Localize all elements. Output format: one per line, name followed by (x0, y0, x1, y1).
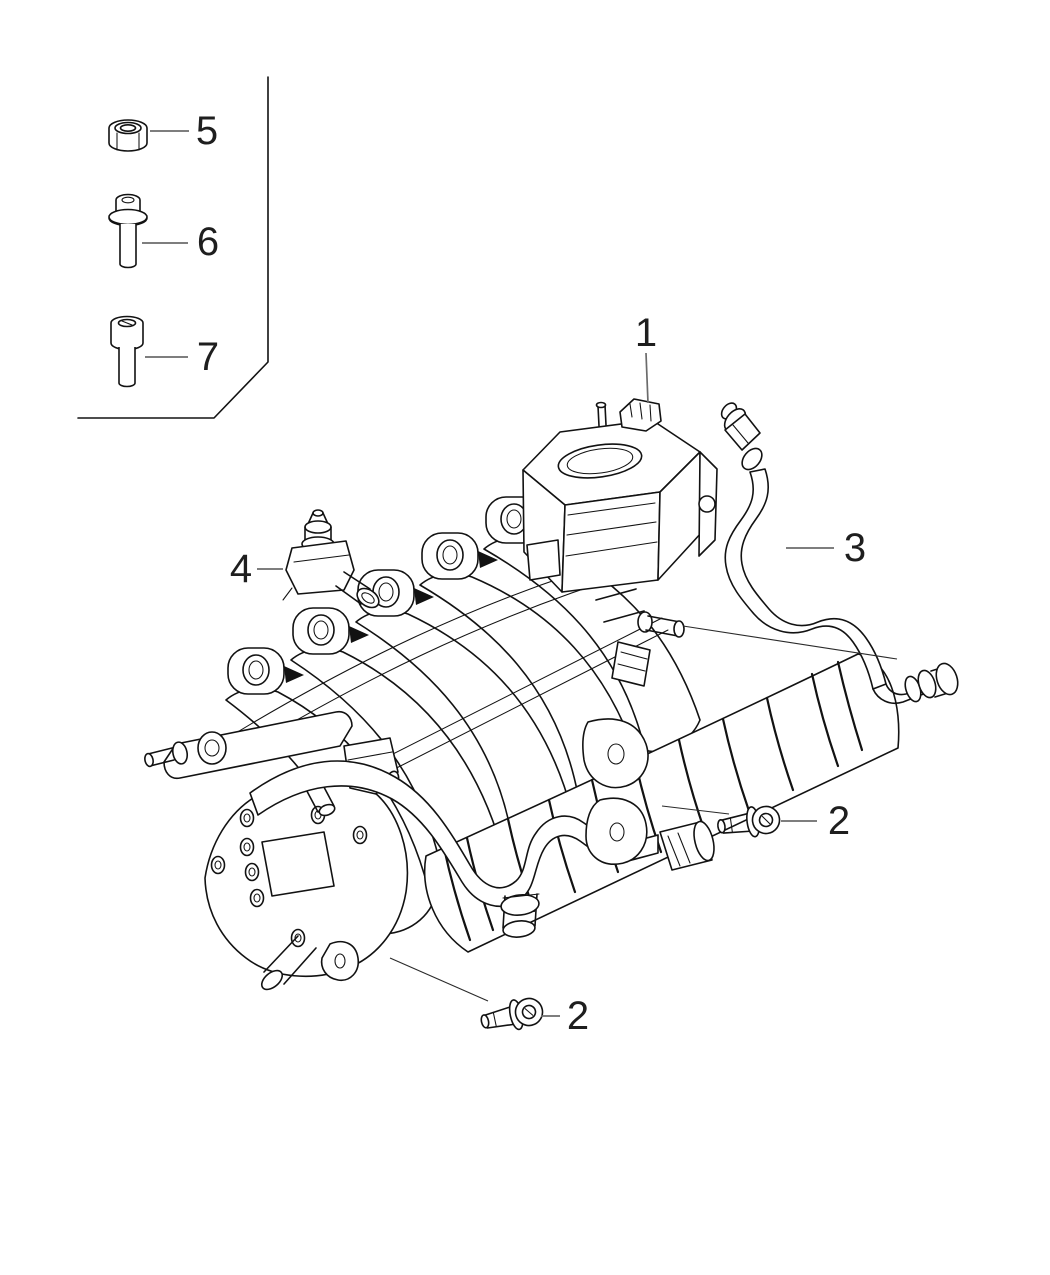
vacuum-port (595, 588, 685, 638)
callout-1-label: 1 (634, 311, 658, 355)
callout-6-label: 6 (196, 220, 220, 264)
lower-housing (204, 775, 409, 982)
throttle-body (522, 398, 718, 687)
hardware-inset (77, 76, 269, 419)
hose-lower-connector (872, 662, 959, 705)
hose-fitting (659, 820, 715, 871)
manifold-bracket (582, 718, 649, 865)
projection-line-bolt-lower (389, 957, 489, 1002)
hex-nut (108, 119, 148, 152)
socket-head-bolt (110, 315, 144, 388)
purge-hose (720, 402, 959, 705)
projection-line-bolt-upper (661, 805, 730, 815)
map-sensor-connector (335, 571, 380, 609)
callout-7-label: 7 (196, 335, 220, 379)
mounting-bolt-lower (477, 993, 547, 1038)
map-sensor (282, 509, 380, 609)
coolant-hose (249, 760, 715, 991)
callout-4-label: 4 (229, 547, 253, 591)
mounting-lug (227, 647, 304, 695)
throttle-connector (619, 398, 662, 432)
callout-2-lower-label: 2 (566, 994, 590, 1038)
hose-stub (260, 935, 317, 991)
mounting-lug (292, 607, 369, 655)
callout-2-upper-label: 2 (827, 799, 851, 843)
mounting-lug (421, 532, 498, 580)
hose-upper-connector (720, 402, 763, 471)
hose-branch (500, 893, 540, 938)
callout-5-label: 5 (195, 109, 219, 153)
inset-boundary (77, 76, 269, 419)
leader-1 (645, 352, 649, 404)
projection-line-hose (682, 625, 898, 660)
hex-flange-bolt (108, 193, 148, 269)
leader-lines (142, 130, 834, 1017)
projection-lines (389, 625, 898, 1002)
callout-3-label: 3 (843, 526, 867, 570)
